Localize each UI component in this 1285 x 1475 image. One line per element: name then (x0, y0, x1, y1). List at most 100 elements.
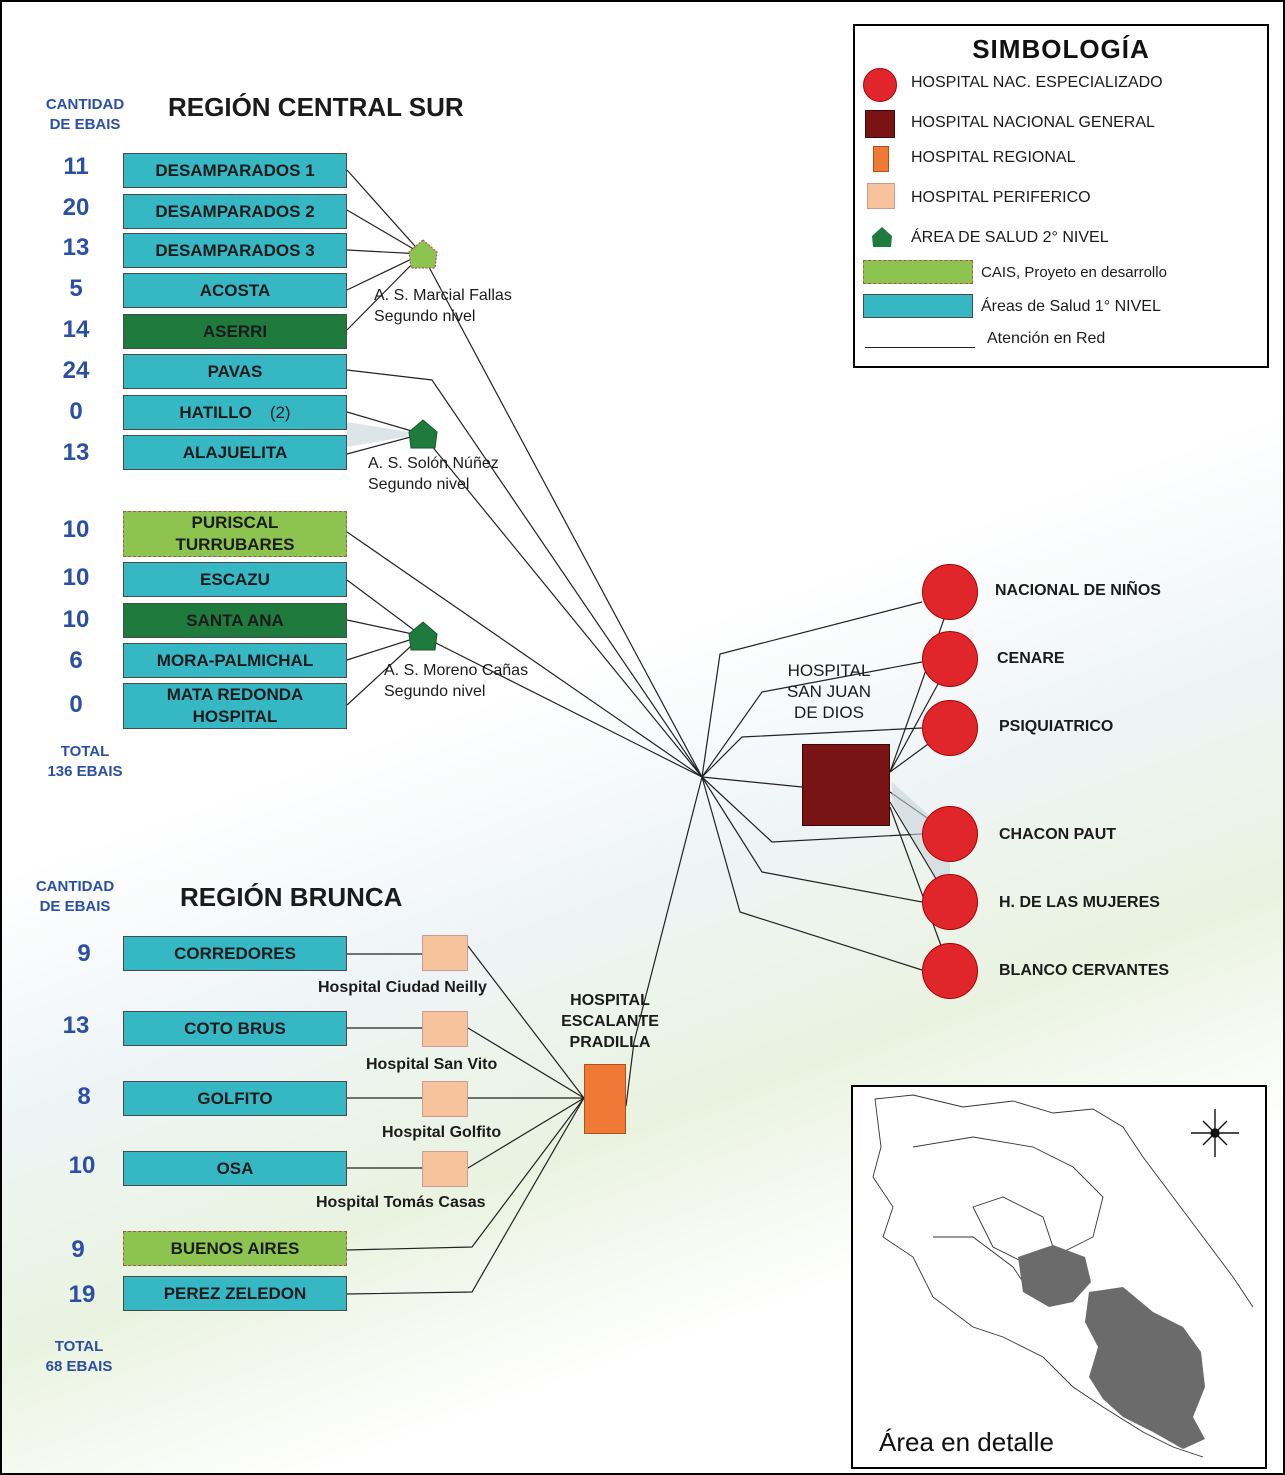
peripheral-hospital-label: Hospital Ciudad Neilly (318, 979, 487, 996)
ebais-count: 19 (68, 1281, 96, 1308)
peripheral-hospital-label: Hospital Tomás Casas (316, 1194, 486, 1211)
specialized-hospital-label: PSIQUIATRICO (999, 718, 1114, 735)
legend-label: HOSPITAL NAC. ESPECIALIZADO (911, 74, 1163, 91)
specialized-hospital-icon (922, 943, 978, 999)
ebais-count: 20 (62, 194, 90, 221)
area-box-mata-redonda: MATA REDONDA HOSPITAL (123, 683, 347, 729)
second-level-area-icon (408, 419, 438, 449)
central-total: TOTAL 136 EBAIS (47, 743, 123, 780)
ebais-count: 6 (69, 647, 83, 674)
ebais-count: 10 (62, 606, 90, 633)
regional-hospital-label: HOSPITAL ESCALANTE PRADILLA (561, 992, 659, 1051)
legend-panel: SIMBOLOGÍA HOSPITAL NAC. ESPECIALIZADO H… (853, 24, 1269, 368)
specialized-hospital-icon (922, 874, 978, 930)
ebais-count: 10 (62, 564, 90, 591)
area-box-desamparados-3: DESAMPARADOS 3 (123, 233, 347, 268)
area-box-corredores: CORREDORES (123, 936, 347, 971)
region-central-sur-shape (1018, 1245, 1091, 1307)
ebais-count: 10 (68, 1152, 96, 1179)
ebais-count: 13 (62, 1012, 90, 1039)
orange-rectangle-icon (873, 146, 889, 172)
general-hospital-label: HOSPITAL SAN JUAN DE DIOS (786, 661, 872, 722)
ebais-count: 8 (77, 1083, 91, 1110)
ebais-count: 13 (62, 439, 90, 466)
area-box-alajuelita: ALAJUELITA (123, 435, 347, 470)
map-panel: Área en detalle (851, 1085, 1267, 1469)
red-circle-icon (863, 68, 897, 102)
legend-label: Áreas de Salud 1° NIVEL (981, 298, 1161, 315)
ebais-count: 0 (69, 398, 83, 425)
ebais-count: 5 (69, 275, 83, 302)
second-level-area-icon (408, 621, 438, 651)
specialized-hospital-label: BLANCO CERVANTES (999, 962, 1170, 979)
teal-bar-icon (863, 294, 973, 318)
legend-label: HOSPITAL PERIFERICO (911, 189, 1091, 206)
specialized-hospital-label: CHACON PAUT (999, 826, 1117, 843)
legend-label: ÁREA DE SALUD 2° NIVEL (911, 229, 1109, 246)
peripheral-hospital-icon (422, 1011, 468, 1047)
regional-hospital-rect (584, 1064, 626, 1134)
legend-label: Atención en Red (987, 330, 1106, 347)
peripheral-hospital-icon (422, 1081, 468, 1117)
peripheral-hospital-icon (422, 935, 468, 971)
specialized-hospital-label: CENARE (997, 650, 1065, 667)
ebais-count: 14 (62, 316, 90, 343)
specialized-hospital-icon (922, 631, 978, 687)
peripheral-hospital-label: Hospital San Vito (366, 1056, 498, 1073)
peripheral-hospital-label: Hospital Golfito (382, 1124, 502, 1141)
area-note: (2) (269, 402, 291, 422)
central-region-title: REGIÓN CENTRAL SUR (168, 92, 464, 122)
ebais-count: 13 (62, 234, 90, 261)
map-caption: Área en detalle (879, 1427, 1054, 1457)
area-box-santa-ana: SANTA ANA (123, 603, 347, 638)
specialized-hospital-icon (922, 806, 978, 862)
costa-rica-map (872, 1094, 1254, 1458)
area-name: HATILLO (179, 402, 252, 422)
brunca-region-title: REGIÓN BRUNCA (180, 882, 403, 912)
peach-square-icon (867, 183, 895, 209)
second-level-label: A. S. Marcial Fallas Segundo nivel (374, 287, 512, 325)
brunca-ebais-header: CANTIDAD DE EBAIS (35, 878, 115, 915)
area-box-pavas: PAVAS (123, 354, 347, 389)
specialized-hospital-icon (922, 564, 978, 620)
area-box-golfito: GOLFITO (123, 1081, 347, 1116)
legend-label: CAIS, Proyeto en desarrollo (981, 264, 1167, 281)
ebais-count: 9 (71, 1236, 85, 1263)
legend-title: SIMBOLOGÍA (972, 34, 1150, 64)
line-icon (865, 347, 975, 348)
specialized-hospital-label: H. DE LAS MUJERES (999, 894, 1160, 911)
dark-red-square-icon (865, 110, 895, 138)
light-green-bar-icon (863, 260, 973, 284)
brunca-total: TOTAL 68 EBAIS (45, 1338, 113, 1375)
ebais-count: 0 (69, 691, 83, 718)
central-ebais-header: CANTIDAD DE EBAIS (45, 96, 125, 133)
area-box-hatillo: HATILLO (2) (123, 395, 347, 430)
ebais-count: 24 (62, 357, 90, 384)
area-box-escazu: ESCAZU (123, 562, 347, 597)
region-brunca-shape (1085, 1287, 1205, 1449)
area-box-osa: OSA (123, 1151, 347, 1186)
area-box-acosta: ACOSTA (123, 273, 347, 308)
area-box-perez-zeledon: PEREZ ZELEDON (123, 1276, 347, 1311)
legend-label: HOSPITAL NACIONAL GENERAL (911, 114, 1155, 131)
second-level-area-icon (408, 239, 438, 269)
specialized-hospital-label: NACIONAL DE NIÑOS (995, 582, 1161, 599)
compass-rose-icon (1191, 1109, 1239, 1157)
ebais-count: 10 (62, 516, 90, 543)
specialized-hospital-icon (922, 700, 978, 756)
area-box-puriscal-turrubares: PURISCAL TURRUBARES (123, 511, 347, 557)
area-box-buenos-aires: BUENOS AIRES (123, 1231, 347, 1266)
area-box-mora-palmichal: MORA-PALMICHAL (123, 643, 347, 678)
ebais-count: 9 (77, 940, 91, 967)
area-box-desamparados-1: DESAMPARADOS 1 (123, 153, 347, 188)
area-box-coto-brus: COTO BRUS (123, 1011, 347, 1046)
area-box-aserri: ASERRI (123, 314, 347, 349)
legend-label: HOSPITAL REGIONAL (911, 149, 1076, 166)
second-level-label: A. S. Solón Núñez Segundo nivel (368, 455, 499, 493)
general-hospital-square (802, 744, 890, 826)
area-box-desamparados-2: DESAMPARADOS 2 (123, 194, 347, 229)
green-house-icon (872, 227, 892, 247)
second-level-label: A. S. Moreno Cañas Segundo nivel (384, 662, 529, 700)
